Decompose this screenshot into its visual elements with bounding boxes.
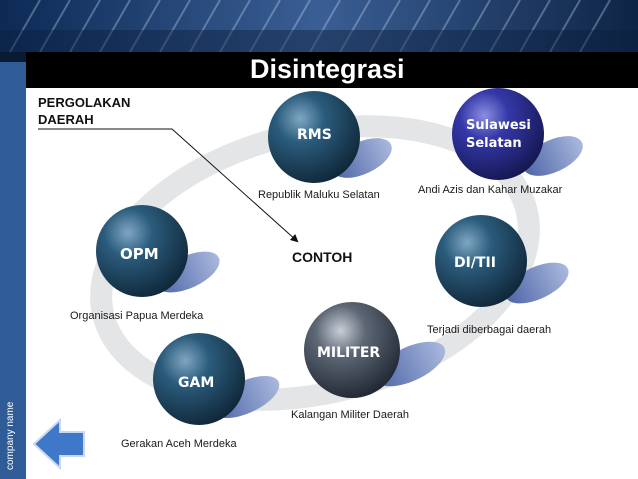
- page-title: Disintegrasi: [250, 54, 405, 84]
- node-label-rms: RMS: [297, 127, 332, 143]
- sidebar: [0, 52, 26, 479]
- title-bar: [26, 52, 638, 88]
- node-label-militer: MILITER: [317, 345, 381, 361]
- heading-line-1: PERGOLAKAN: [38, 95, 131, 110]
- ball-gam: [153, 333, 245, 425]
- heading-line-2: DAERAH: [38, 112, 94, 127]
- node-label-gam: GAM: [178, 375, 215, 391]
- caption-rms: Republik Maluku Selatan: [258, 189, 380, 201]
- caption-opm: Organisasi Papua Merdeka: [70, 310, 204, 322]
- ball-rms: [268, 91, 360, 183]
- center-label: CONTOH: [292, 249, 353, 265]
- ball-sulsel: [452, 88, 544, 180]
- ball-militer: [304, 302, 400, 398]
- node-label-ditii: DI/TII: [454, 255, 496, 271]
- ball-ditii: [435, 215, 527, 307]
- header-banner: [0, 0, 638, 52]
- node-label-opm: OPM: [120, 245, 159, 263]
- connector-arrow: [38, 128, 299, 243]
- caption-ditii: Terjadi diberbagai daerah: [427, 324, 552, 336]
- left-arrow-icon[interactable]: [32, 417, 85, 471]
- caption-sulsel: Andi Azis dan Kahar Muzakar: [418, 184, 563, 196]
- sidebar-cap: [0, 52, 26, 62]
- caption-militer: Kalangan Militer Daerah: [291, 409, 410, 421]
- node-label-sulsel-1: Sulawesi: [466, 118, 531, 133]
- caption-gam: Gerakan Aceh Merdeka: [121, 438, 237, 450]
- node-label-sulsel-2: Selatan: [466, 136, 522, 151]
- ball-opm: [96, 205, 188, 297]
- shadow-ditii: [505, 262, 569, 304]
